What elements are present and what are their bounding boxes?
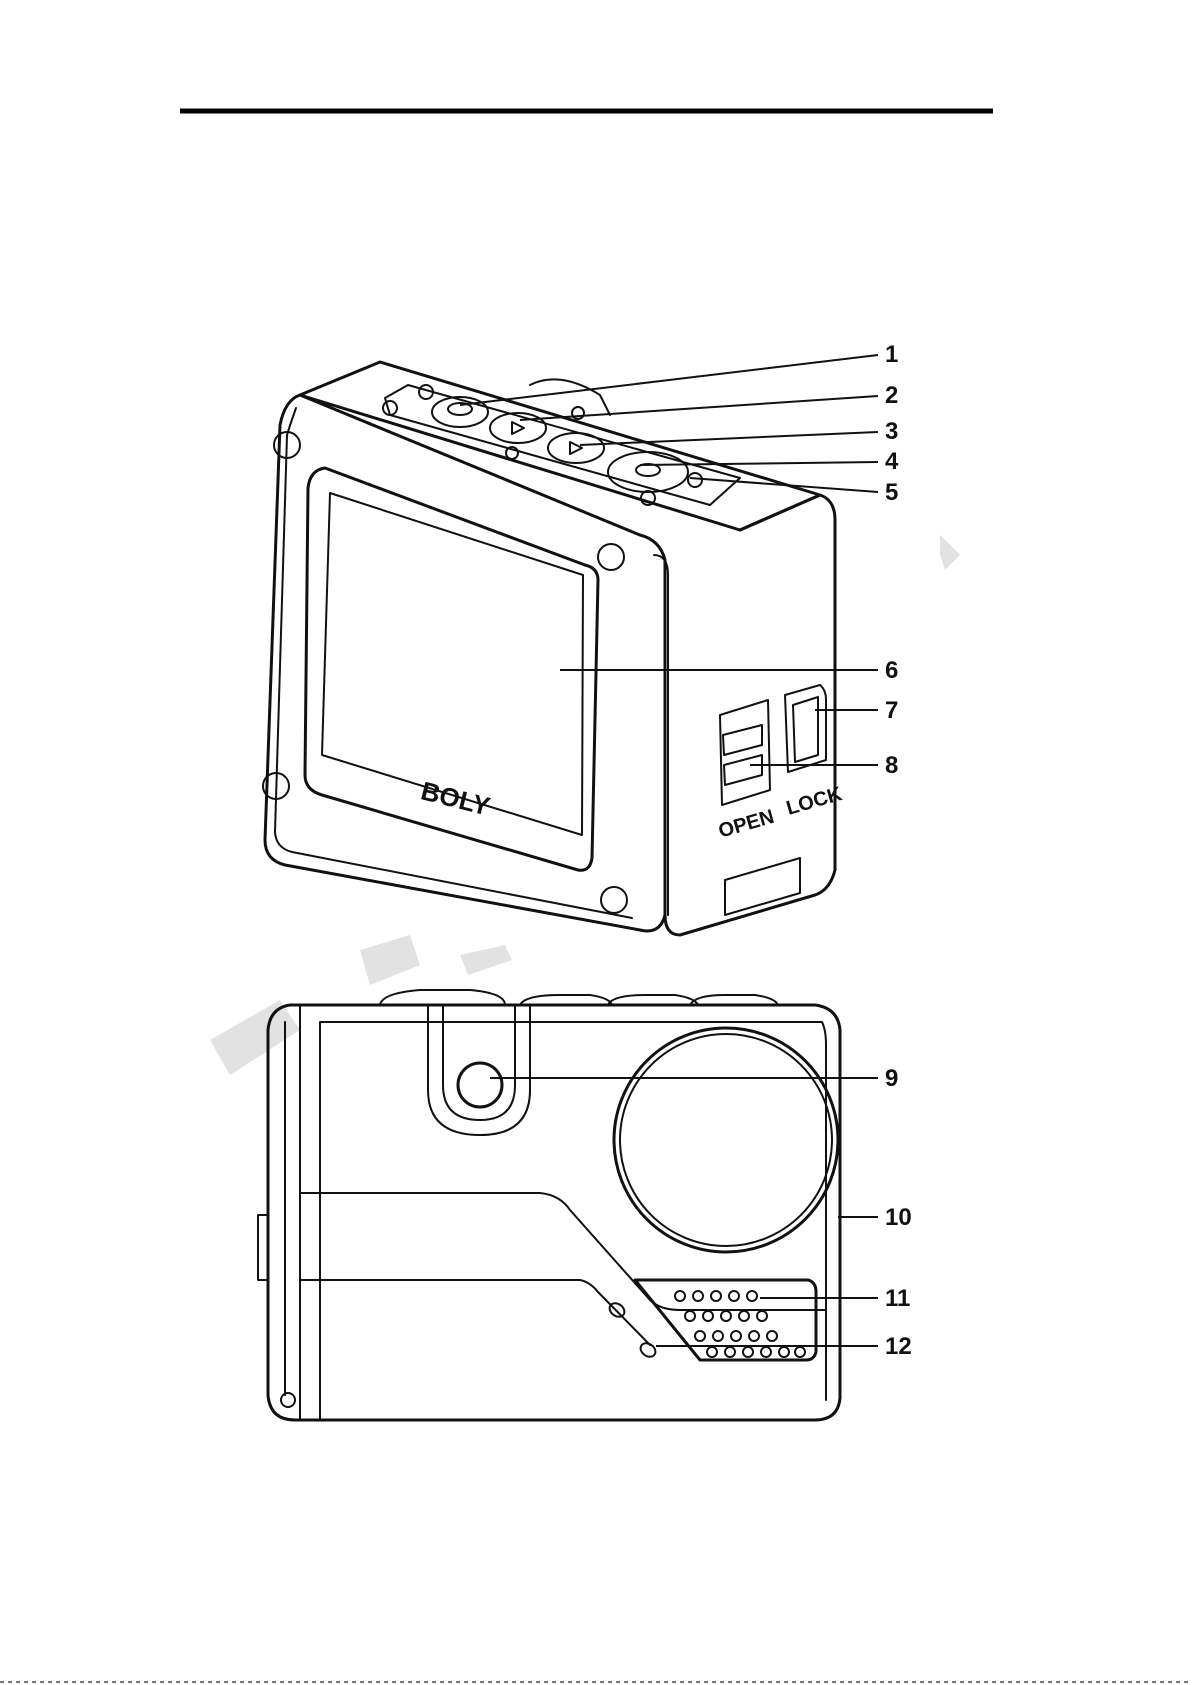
camera-front-view bbox=[258, 990, 840, 1420]
latch-open-label: OPEN bbox=[716, 806, 777, 843]
bottom-leader-lines bbox=[490, 1078, 878, 1346]
callout-numbers: 1 2 3 4 5 6 7 8 9 10 11 12 bbox=[885, 341, 912, 1360]
callout-6: 6 bbox=[885, 657, 898, 684]
callout-9: 9 bbox=[885, 1065, 898, 1092]
callout-11: 11 bbox=[885, 1285, 910, 1312]
callout-10: 10 bbox=[885, 1204, 912, 1231]
callout-3: 3 bbox=[885, 418, 898, 445]
callout-1: 1 bbox=[885, 341, 898, 368]
callout-5: 5 bbox=[885, 479, 898, 506]
callout-2: 2 bbox=[885, 382, 898, 409]
speaker-grille bbox=[675, 1291, 805, 1357]
callout-12: 12 bbox=[885, 1333, 912, 1360]
brand-label: BOLY bbox=[418, 776, 493, 822]
callout-4: 4 bbox=[885, 448, 899, 475]
callout-7: 7 bbox=[885, 697, 898, 724]
callout-8: 8 bbox=[885, 752, 898, 779]
camera-back-view: BOLY OPEN LOCK bbox=[263, 362, 845, 935]
